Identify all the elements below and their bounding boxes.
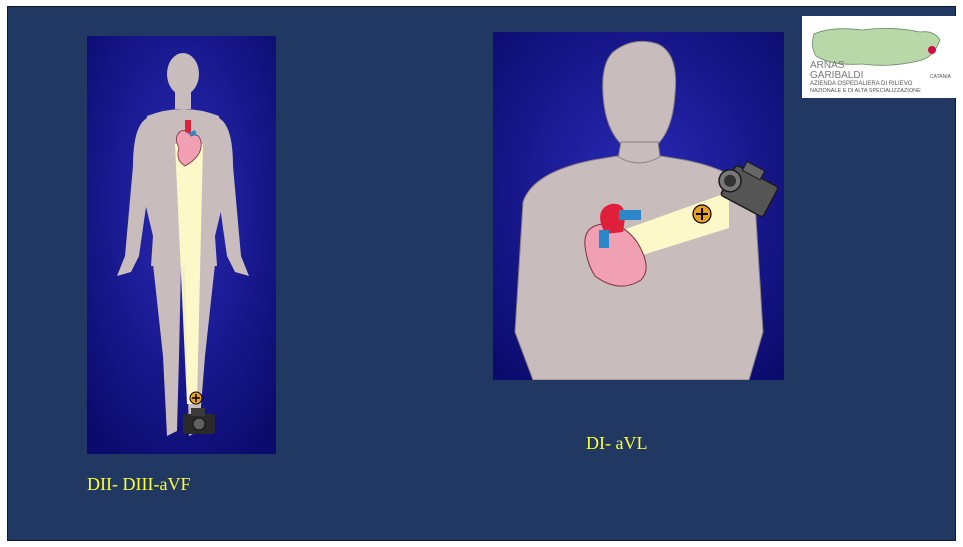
positive-electrode-icon bbox=[190, 392, 202, 404]
caption-lateral-leads: DI- aVL bbox=[586, 433, 647, 454]
hospital-logo: ARNAS GARIBALDI CATANIA AZIENDA OSPEDALI… bbox=[802, 16, 960, 98]
positive-electrode-icon bbox=[693, 205, 711, 223]
full-body-illustration bbox=[87, 36, 276, 454]
logo-city: CATANIA bbox=[930, 74, 951, 80]
logo-line4: NAZIONALE E DI ALTA SPECIALIZZAZIONE bbox=[810, 88, 921, 94]
logo-line2: GARIBALDI bbox=[810, 70, 863, 81]
torso-illustration bbox=[493, 32, 784, 380]
logo-line3: AZIENDA OSPEDALIERA DI RILIEVO bbox=[810, 81, 912, 87]
caption-inferior-leads: DII- DIII-aVF bbox=[87, 474, 190, 495]
slide: DII- DIII-aVF DI- aVL ARNAS GARIBALDI CA… bbox=[7, 6, 956, 541]
